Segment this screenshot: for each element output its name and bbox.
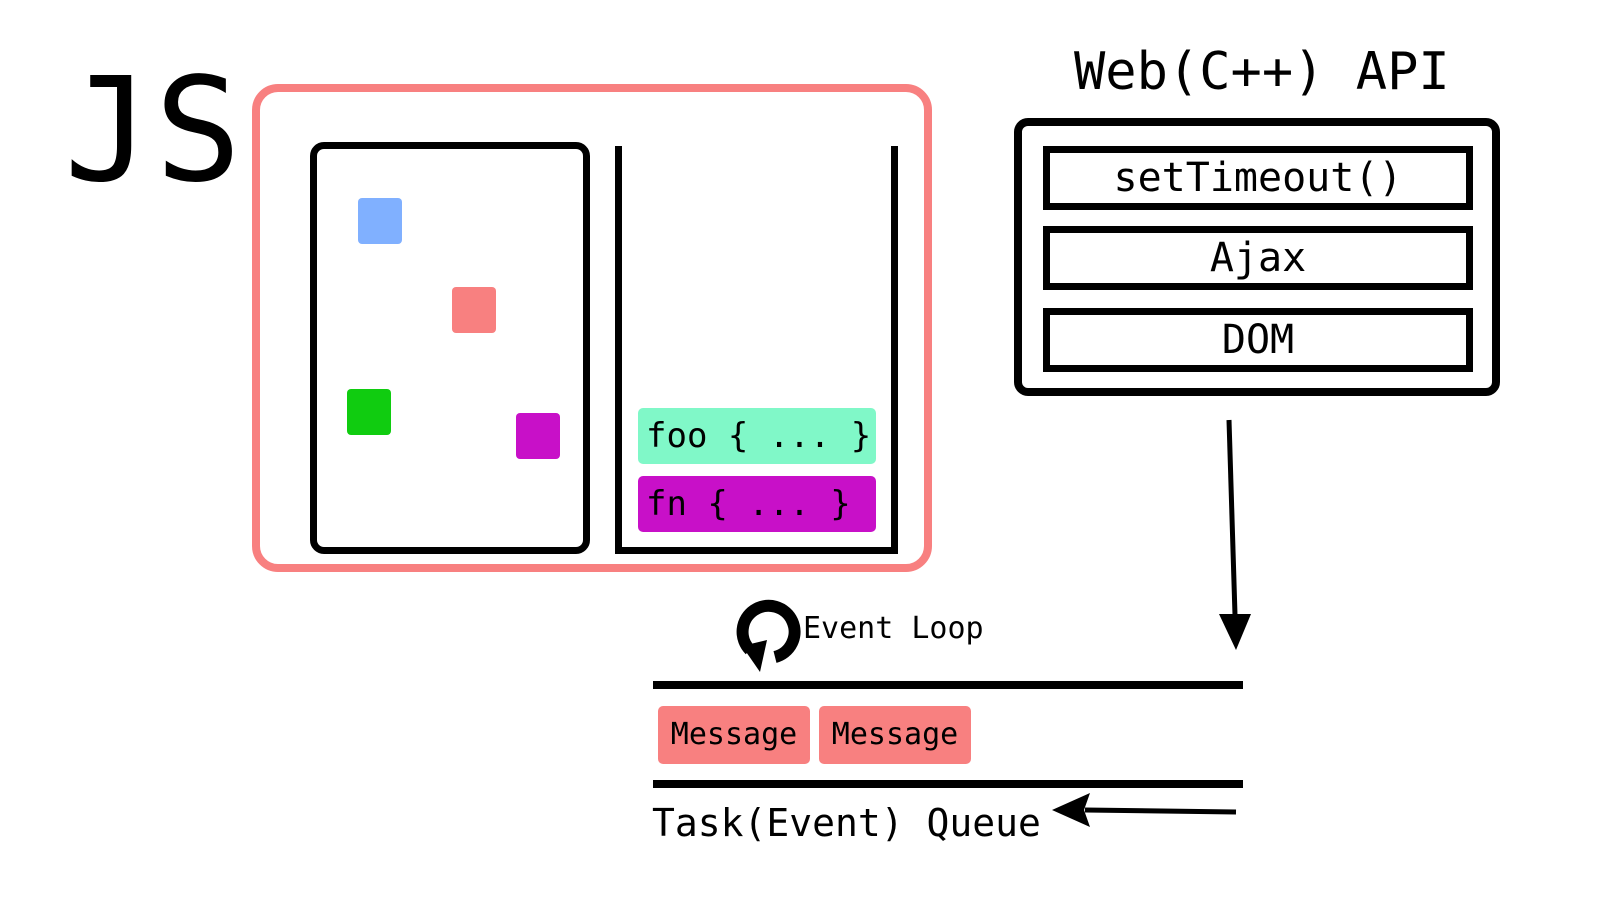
refresh-icon <box>736 599 801 672</box>
call-stack-bottom <box>615 547 898 554</box>
js-label: JS <box>64 46 246 214</box>
queue-message: Message <box>819 706 971 764</box>
call-stack-left-wall <box>615 146 622 554</box>
heap-object-blue <box>358 198 402 244</box>
web-api-item-settimeout: setTimeout() <box>1043 146 1473 210</box>
web-api-box <box>1014 118 1500 396</box>
arrow-down-icon <box>1219 419 1251 650</box>
heap-object-purple <box>516 413 560 459</box>
web-api-item-dom: DOM <box>1043 308 1473 372</box>
call-stack-right-wall <box>891 146 898 554</box>
event-loop-label: Event Loop <box>803 611 984 646</box>
web-api-item-ajax: Ajax <box>1043 226 1473 290</box>
task-queue-label: Task(Event) Queue <box>652 801 1041 845</box>
heap-object-green <box>347 389 391 435</box>
queue-bottom-line <box>653 780 1243 788</box>
js-runtime-box <box>252 84 932 572</box>
stack-frame-fn: fn { ... } <box>638 476 876 532</box>
stack-frame-foo: foo { ... } <box>638 408 876 464</box>
queue-top-line <box>653 681 1243 689</box>
queue-message: Message <box>658 706 810 764</box>
web-api-title: Web(C++) API <box>1074 42 1450 102</box>
arrow-left-icon <box>1052 793 1237 827</box>
heap-object-salmon <box>452 287 496 333</box>
heap-box <box>310 142 590 554</box>
